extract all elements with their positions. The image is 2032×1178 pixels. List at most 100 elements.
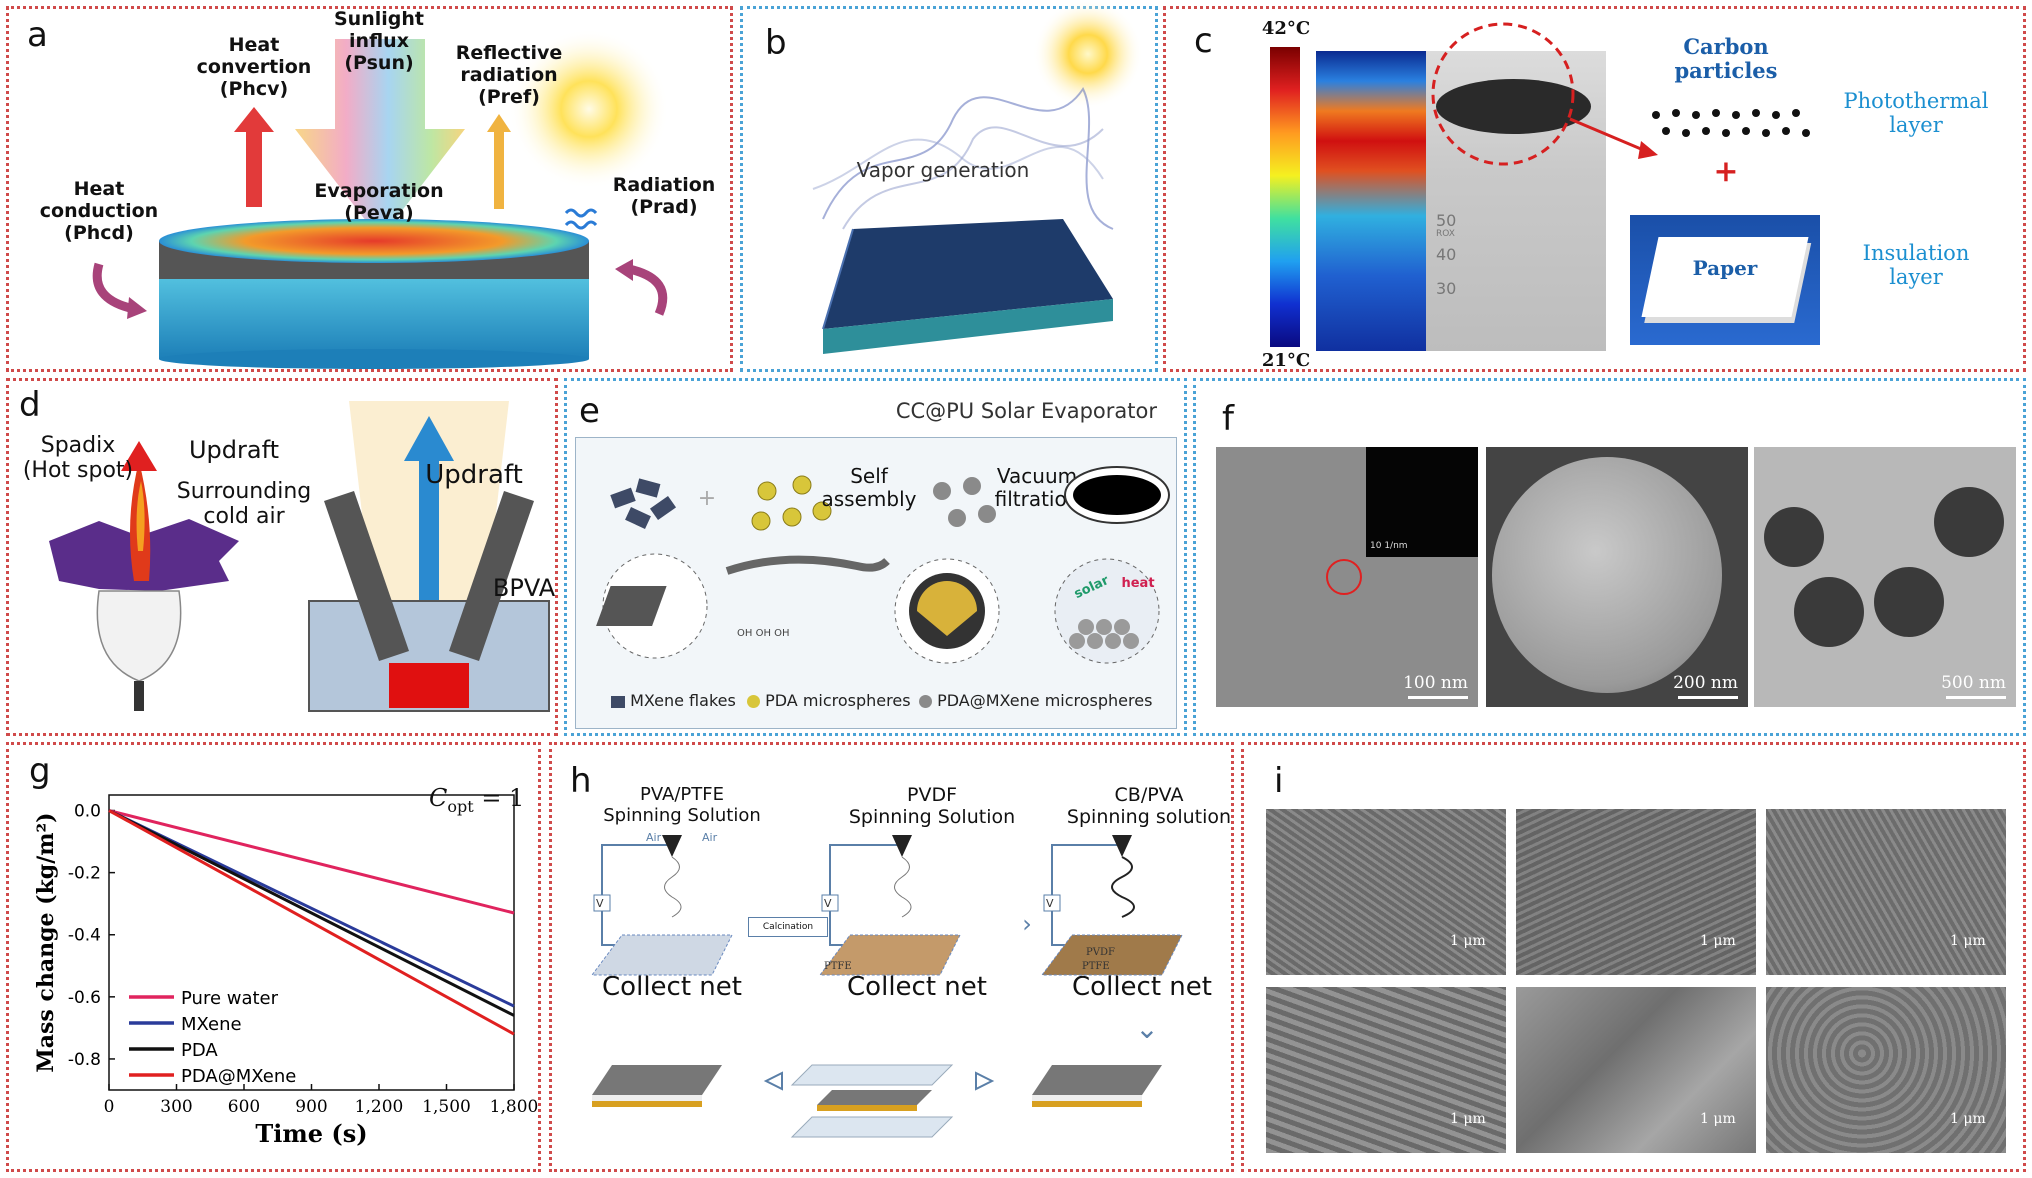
- legend-label: PDA: [181, 1040, 218, 1061]
- evaporator-disk: [159, 219, 589, 369]
- evaporator-sheet: [822, 219, 1113, 354]
- y-tick-label: -0.8: [68, 1050, 101, 1070]
- label-radiation: Radiation (Prad): [612, 174, 716, 218]
- zoom-details: OH OH OH: [596, 553, 1160, 664]
- legend-label: PDA@MXene: [181, 1066, 296, 1087]
- x-tick-label: 0: [104, 1097, 115, 1117]
- label-surrounding-cold-air: Surrounding cold air: [176, 479, 312, 530]
- x-tick-label: 1,200: [355, 1097, 404, 1117]
- sem-image-i5: 1 μm: [1516, 987, 1756, 1153]
- label-self-assembly: Self assembly: [821, 464, 917, 511]
- updraft-channel: [308, 401, 550, 712]
- plant-illustration: [49, 441, 239, 711]
- label-heat: heat: [1121, 576, 1155, 591]
- panel-e: e CC@PU Solar Evaporator + Self assembly…: [564, 378, 1187, 736]
- plus-sign: +: [1713, 154, 1739, 189]
- y-tick-label: 0.0: [74, 802, 101, 822]
- label-sunlight-influx: Sunlight influx (Psun): [334, 8, 424, 74]
- particle: [1934, 487, 2004, 557]
- scale-label-500nm: 500 nm: [1941, 673, 2006, 693]
- panel-h-label: h: [570, 761, 592, 801]
- label-evaporation: Evaporation (Peva): [314, 180, 444, 224]
- mxene-flakes-swatch: [611, 695, 625, 708]
- temperature-colorbar: [1270, 47, 1300, 347]
- panel-c: c 42°C 21°C 50 ROX 40 30 Carbon particle…: [1163, 6, 2026, 372]
- selected-area-circle: [1326, 559, 1362, 595]
- v-label-2: V: [824, 897, 832, 910]
- tem-image-1: 10 1/nm 100 nm: [1216, 447, 1478, 707]
- pda-microspheres-legend-label: PDA microspheres: [765, 691, 911, 710]
- panel-b: b Vapor generation: [740, 0, 1158, 372]
- pda-microspheres: [751, 475, 832, 531]
- y-tick-label: -0.6: [68, 988, 101, 1008]
- collect-net-1: Collect net: [602, 972, 742, 1002]
- y-tick-label: -0.2: [68, 864, 101, 884]
- x-tick-label: 900: [295, 1097, 327, 1117]
- collect-net-3: Collect net: [1072, 972, 1212, 1002]
- panel-a: a Sunlight influx (Psun) Heat convertion…: [6, 6, 733, 372]
- legend-mxene-flakes: MXene flakes: [611, 691, 736, 710]
- temp-max-label: 42°C: [1261, 18, 1311, 39]
- panel-e-label: e: [579, 391, 600, 431]
- panel-g-label: g: [29, 751, 51, 791]
- panel-b-label: b: [765, 23, 787, 63]
- x-tick-label: 1,800: [490, 1097, 539, 1117]
- series-line-pure-water: [108, 809, 515, 915]
- scale-label-100nm: 100 nm: [1403, 673, 1468, 693]
- insulation-layer-label: Insulation layer: [1862, 241, 1970, 290]
- heat-conduction-arrow-right: [615, 259, 668, 316]
- series-line-pda: [108, 809, 515, 1017]
- ptfe-label-step3: PTFE: [1082, 961, 1110, 972]
- arrow-down: ⌄: [1135, 1012, 1159, 1045]
- annotation-sub: opt: [447, 796, 474, 816]
- legend-label: Pure water: [181, 988, 279, 1009]
- carbon-particles-dots: [1652, 109, 1810, 137]
- beaker-mark-small: ROX: [1436, 229, 1455, 239]
- v-label-3: V: [1046, 897, 1054, 910]
- microsphere: [1492, 457, 1722, 693]
- panel-f-label: f: [1222, 399, 1234, 439]
- x-axis-label: Time (s): [255, 1119, 367, 1148]
- series-line-pda-mxene: [108, 809, 515, 1036]
- scale-bar-100nm: [1408, 696, 1468, 699]
- panel-h: h PVA/PTFE Spinning Solution PVDF Spinni…: [549, 742, 1234, 1172]
- panel-a-label: a: [27, 15, 48, 55]
- legend-pda-microspheres: PDA microspheres: [747, 691, 911, 710]
- reflective-arrow: [487, 114, 511, 209]
- paper-label: Paper: [1692, 256, 1758, 280]
- svg-text:OH OH OH: OH OH OH: [737, 628, 790, 639]
- legend-pda-mxene-microspheres: PDA@MXene microspheres: [919, 691, 1152, 710]
- particle: [1764, 507, 1824, 567]
- particle: [1874, 567, 1944, 637]
- sem-image-i6: 1 μm: [1766, 987, 2006, 1153]
- sun-illustration: [509, 29, 669, 189]
- step3-label: CB/PVA Spinning solution: [1066, 784, 1232, 828]
- heat-convertion-arrow: [234, 107, 274, 207]
- sem-image-i2: 1 μm: [1516, 809, 1756, 975]
- label-updraft-right: Updraft: [425, 460, 523, 490]
- pda-mxene-microspheres-legend-label: PDA@MXene microspheres: [937, 691, 1153, 710]
- beaker-mark-40: 40: [1436, 245, 1457, 264]
- filtered-membrane: [1064, 466, 1170, 524]
- collect-net-2: Collect net: [847, 972, 987, 1002]
- panel-c-label: c: [1194, 21, 1213, 61]
- annotation-c: C: [429, 784, 448, 812]
- scale-label: 1 μm: [1950, 1111, 1986, 1127]
- particle: [1794, 577, 1864, 647]
- panel-d: d Spadix (Hot spot) Updraft Surrounding …: [6, 378, 558, 736]
- heat-conduction-arrow-left: [92, 262, 147, 319]
- paper-image: Paper: [1630, 215, 1820, 345]
- inset-scale-label: 10 1/nm: [1370, 541, 1408, 551]
- mxene-flakes-legend-label: MXene flakes: [630, 691, 736, 710]
- air-label-right: Air: [702, 831, 718, 844]
- x-tick-label: 300: [160, 1097, 192, 1117]
- panel-i-label: i: [1274, 761, 1284, 801]
- carbon-particles-label: Carbon particles: [1674, 34, 1778, 84]
- panel-i: i 1 μm 1 μm 1 μm 1 μm 1 μm 1 μm: [1241, 742, 2026, 1172]
- pda-mxene-microspheres: [933, 477, 996, 527]
- tem-image-3: 500 nm: [1754, 447, 2016, 707]
- step1-label: PVA/PTFE Spinning Solution: [603, 784, 761, 826]
- beaker-photo: 50 ROX 40 30: [1426, 51, 1606, 351]
- mxene-flakes-cluster: [610, 478, 677, 529]
